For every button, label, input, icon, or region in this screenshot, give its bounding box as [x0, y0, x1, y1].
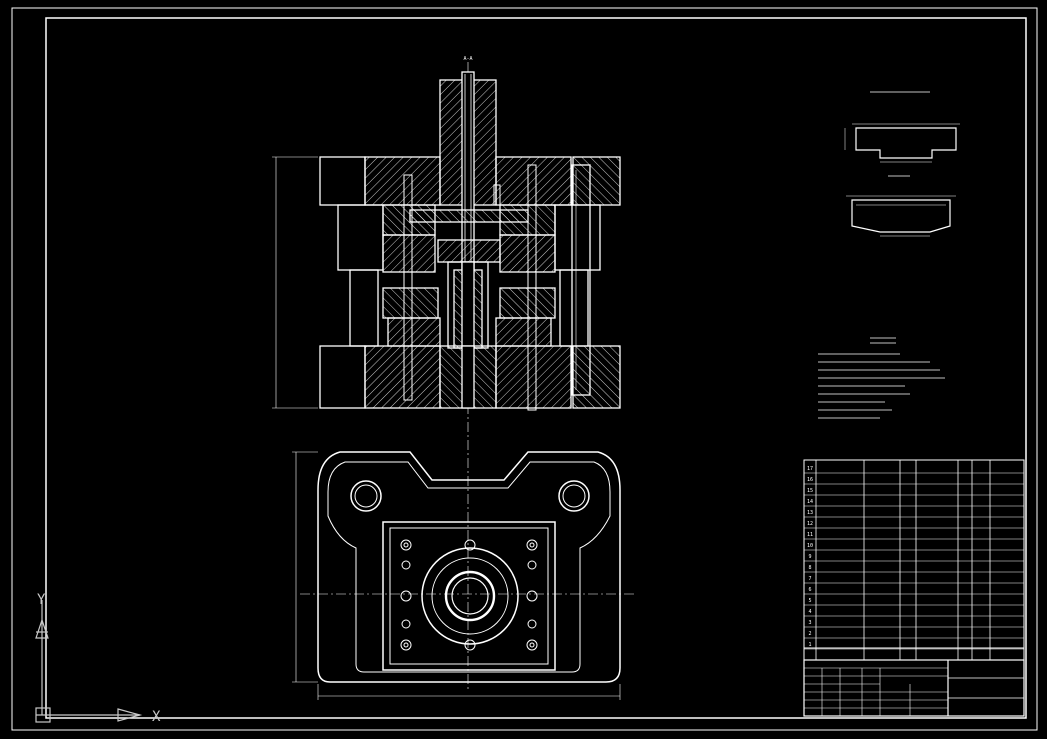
- plan-dimensions: [292, 451, 621, 700]
- die-cavity-outer: [421, 547, 519, 645]
- bom-row-number: 12: [807, 521, 813, 527]
- bom-row-number: 4: [808, 609, 811, 615]
- section-view: A-A: [272, 56, 621, 440]
- die-cavity-inner: [444, 570, 496, 622]
- bom-row-number: 1: [808, 642, 811, 648]
- bom-row-number: 7: [808, 576, 811, 582]
- die-screw-holes: [400, 539, 538, 651]
- bom-row-number: 8: [808, 565, 811, 571]
- ucs-axis-icon: Y X: [35, 592, 161, 725]
- bill-of-materials: 17 16 15 14 13 12 11 10 9 8 7 6 5 4 3 2 1: [803, 459, 1025, 661]
- bom-row-number: 5: [808, 598, 811, 604]
- y-axis-label: Y: [37, 592, 46, 608]
- die-plate: [382, 521, 556, 671]
- bom-row-number: 2: [808, 631, 811, 637]
- x-axis-label: X: [152, 709, 161, 725]
- bom-row-number: 14: [807, 499, 813, 505]
- upper-plates: [337, 204, 601, 273]
- lower-die-outline: [317, 451, 621, 683]
- section-label: A-A: [463, 56, 472, 62]
- part-detail-views: [844, 91, 960, 237]
- plan-view: [292, 440, 635, 700]
- guide-hole-right: [558, 480, 590, 512]
- bom-row-number: 13: [807, 510, 813, 516]
- guide-hole-left: [350, 480, 382, 512]
- technical-notes: [818, 337, 945, 419]
- bom-row-number: 17: [807, 466, 813, 472]
- title-block: [803, 659, 1025, 717]
- drawing-frame: [11, 7, 1038, 731]
- bom-row-number: 15: [807, 488, 813, 494]
- part-drawing-top: [855, 127, 957, 159]
- bom-row-number: 10: [807, 543, 813, 549]
- part-drawing-bottom: [851, 199, 951, 233]
- bom-row-number: 3: [808, 620, 811, 626]
- die-shank: [439, 71, 497, 273]
- height-dimension: [272, 156, 318, 409]
- bom-row-number: 9: [808, 554, 811, 560]
- punch-assembly: [382, 261, 556, 349]
- bom-row-number: 6: [808, 587, 811, 593]
- bom-row-number: 11: [807, 532, 813, 538]
- lower-die-holder: [319, 345, 621, 409]
- bom-row-number: 16: [807, 477, 813, 483]
